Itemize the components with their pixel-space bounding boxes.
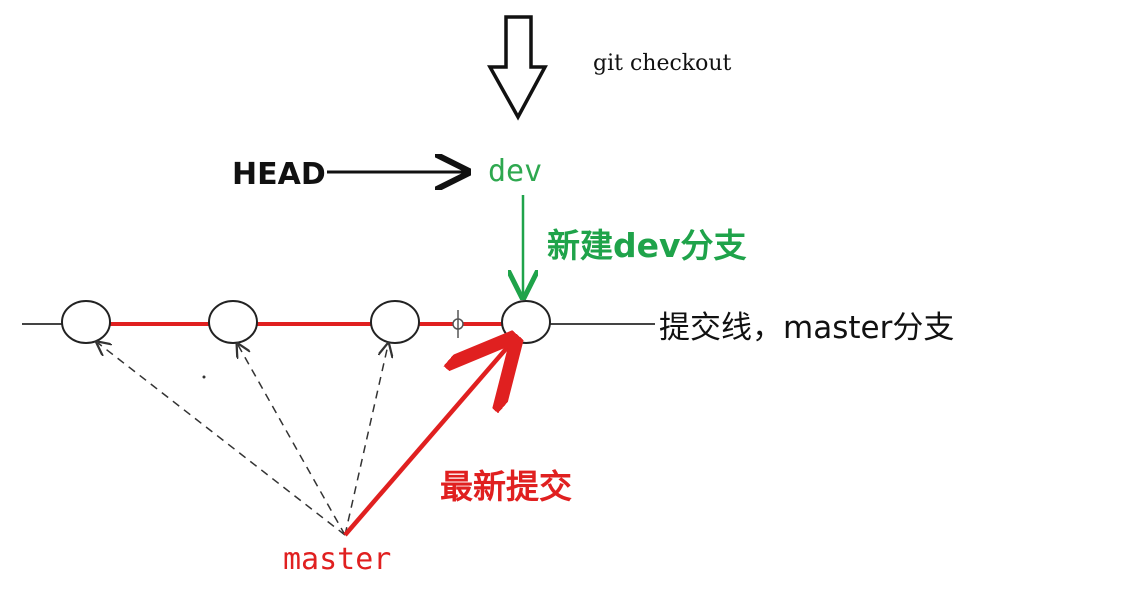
- new-dev-branch-label: 新建dev分支: [547, 226, 747, 265]
- commit-line-label: 提交线，master分支: [659, 310, 954, 346]
- head-label: HEAD: [232, 157, 326, 192]
- tick-mark: [452, 310, 464, 338]
- commit-node-3: [370, 300, 420, 344]
- commit-node-2: [208, 300, 258, 344]
- checkout-down-arrow-icon: [487, 15, 548, 121]
- dev-label: dev: [488, 154, 542, 189]
- dashed-arrow-commit-2: [238, 345, 346, 536]
- stray-dot: [202, 375, 206, 379]
- commit-node-1: [61, 300, 111, 344]
- dashed-arrow-commit-1: [98, 343, 346, 536]
- red-arrow-latest-commit: [343, 342, 512, 537]
- master-label: master: [283, 542, 391, 577]
- dashed-arrow-commit-3: [344, 345, 388, 536]
- commit-node-latest: [501, 300, 551, 344]
- latest-commit-label: 最新提交: [440, 467, 572, 506]
- git-checkout-label: git checkout: [593, 51, 732, 76]
